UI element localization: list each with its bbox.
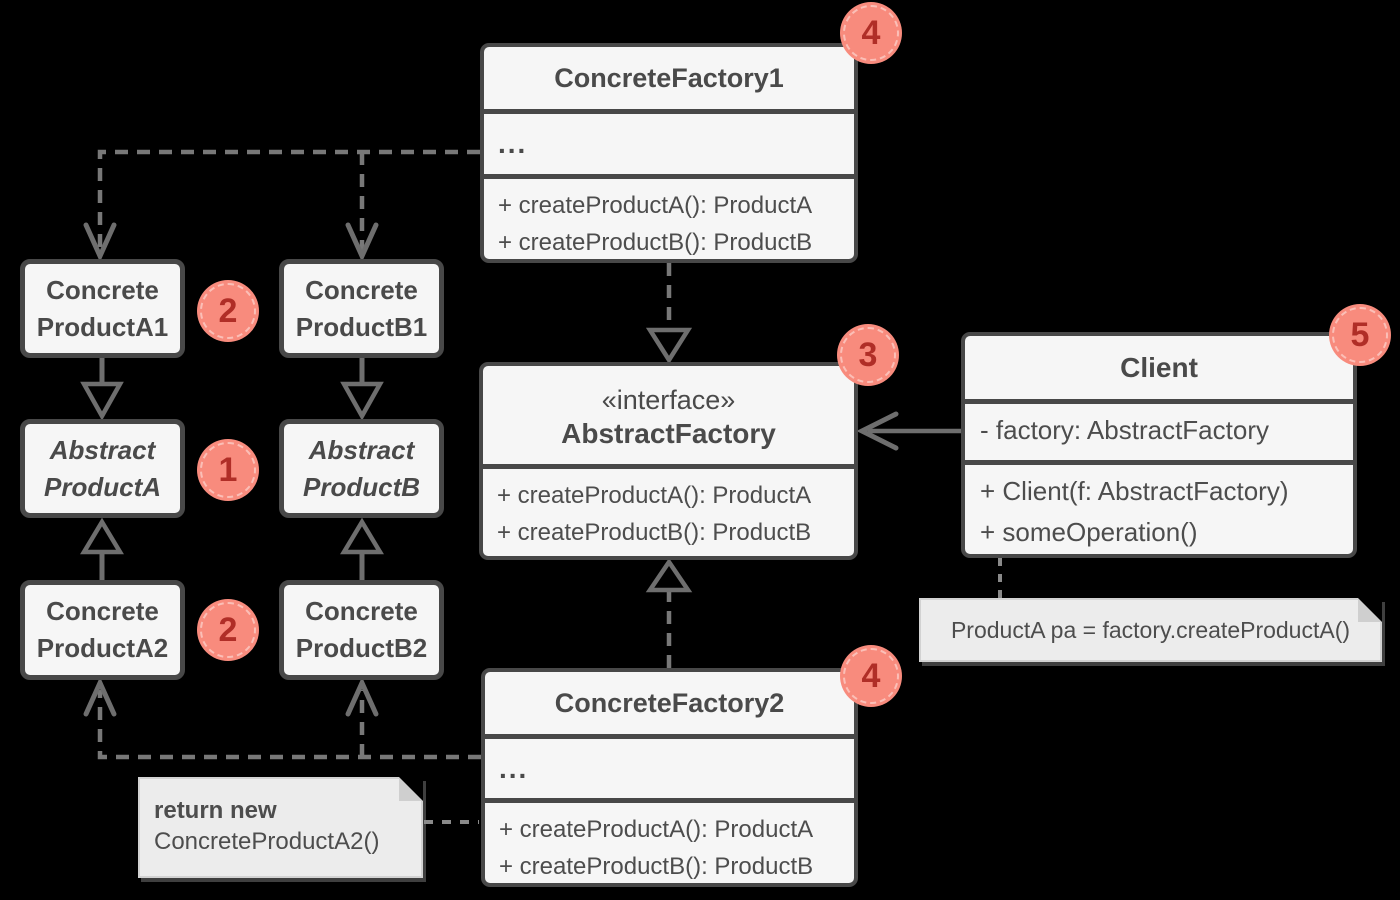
class-title-line: Concrete	[305, 274, 418, 305]
interface-stereotype: «interface»	[601, 385, 736, 415]
method-row: + createProductA(): ProductA	[497, 482, 812, 509]
dependency-line-factory2-to-productA2	[97, 690, 481, 760]
class-title-line: Concrete	[46, 596, 159, 626]
badge-step-2-bottom: 2	[197, 599, 259, 661]
class-title-line: ProductB1	[295, 311, 428, 342]
realization-triangle-factory1	[645, 327, 693, 365]
class-concrete-product-b1: Concrete ProductB1	[279, 259, 444, 358]
class-methods: + createProductA(): ProductA + createPro…	[483, 464, 854, 556]
class-concrete-product-a2: Concrete ProductA2	[20, 580, 185, 680]
class-methods: + createProductA(): ProductA + createPro…	[485, 798, 854, 883]
class-attributes: - factory: AbstractFactory	[965, 399, 1353, 460]
class-title: ConcreteFactory1	[484, 47, 854, 109]
dependency-arrowhead-productA2	[83, 676, 117, 717]
badge-step-4-top: 4	[840, 2, 902, 64]
inheritance-triangle-productA2	[80, 517, 124, 555]
note-fold-cut	[399, 777, 423, 801]
class-title-line: Abstract	[308, 434, 415, 465]
class-methods: + Client(f: AbstractFactory) + someOpera…	[965, 460, 1353, 554]
badge-step-4-bottom: 4	[840, 645, 902, 707]
class-fields-ellipsis: ...	[485, 734, 854, 798]
badge-number: 1	[218, 451, 238, 489]
note-text-line: return new	[154, 797, 277, 824]
note-return-new: return new ConcreteProductA2()	[138, 777, 423, 878]
badge-step-1: 1	[197, 439, 259, 501]
attribute-row: - factory: AbstractFactory	[980, 415, 1269, 445]
class-concrete-factory-1: ConcreteFactory1 ... + createProductA():…	[480, 43, 858, 263]
class-abstract-product-a: Abstract ProductA	[20, 419, 185, 518]
dependency-arrowhead-productB1	[345, 222, 379, 263]
badge-step-3: 3	[837, 324, 899, 386]
badge-number: 3	[858, 336, 878, 374]
class-title-line: ProductA2	[36, 633, 169, 663]
class-title-line: ProductB2	[295, 633, 428, 663]
note-fold-cut	[1358, 598, 1382, 622]
association-arrowhead-client-factory	[856, 411, 899, 451]
inheritance-triangle-productA1	[80, 381, 124, 421]
class-title-line: ProductA	[44, 471, 161, 502]
ellipsis-text: ...	[499, 752, 529, 784]
class-fields-ellipsis: ...	[484, 109, 854, 174]
method-row: + createProductA(): ProductA	[498, 192, 813, 219]
badge-number: 5	[1350, 316, 1370, 354]
method-row: + createProductB(): ProductB	[497, 519, 812, 546]
class-title-text: Client	[1120, 351, 1198, 383]
method-row: + someOperation()	[980, 517, 1198, 547]
class-concrete-factory-2: ConcreteFactory2 ... + createProductA():…	[481, 668, 858, 887]
dependency-arrowhead-productA1	[83, 222, 117, 263]
realization-triangle-factory2	[645, 557, 693, 593]
badge-number: 4	[861, 657, 881, 695]
class-title-text: ConcreteFactory2	[554, 687, 785, 718]
note-text: ProductA pa = factory.createProductA()	[950, 616, 1351, 643]
inheritance-triangle-productB2	[340, 517, 384, 555]
badge-number: 4	[861, 14, 881, 52]
class-title: ConcreteFactory2	[485, 672, 854, 734]
class-title: Client	[965, 336, 1353, 399]
dependency-arrowhead-productB2	[345, 676, 379, 717]
class-title: «interface» AbstractFactory	[483, 366, 854, 464]
class-concrete-product-b2: Concrete ProductB2	[279, 580, 444, 680]
method-row: + createProductB(): ProductB	[499, 853, 814, 880]
method-row: + Client(f: AbstractFactory)	[980, 476, 1289, 506]
ellipsis-text: ...	[498, 128, 528, 159]
badge-number: 2	[218, 292, 238, 330]
note-client-code: ProductA pa = factory.createProductA()	[919, 598, 1382, 662]
class-title-line: Concrete	[305, 596, 418, 626]
class-methods: + createProductA(): ProductA + createPro…	[484, 174, 854, 259]
note-text: return new ConcreteProductA2()	[140, 779, 421, 857]
class-title-line: ProductB	[303, 471, 420, 502]
class-title-line: Concrete	[46, 274, 159, 305]
class-title-text: ConcreteFactory1	[554, 62, 784, 93]
dependency-line-factory1-to-productA1	[97, 149, 480, 252]
class-title-text: AbstractFactory	[561, 418, 776, 449]
class-concrete-product-a1: Concrete ProductA1	[20, 259, 185, 358]
badge-step-5: 5	[1329, 304, 1391, 366]
badge-number: 2	[218, 611, 238, 649]
class-abstract-product-b: Abstract ProductB	[279, 419, 444, 518]
badge-step-2-top: 2	[197, 280, 259, 342]
class-client: Client - factory: AbstractFactory + Clie…	[961, 332, 1357, 558]
note-text-line: ConcreteProductA2()	[154, 828, 380, 855]
class-abstract-factory: «interface» AbstractFactory + createProd…	[479, 362, 858, 560]
method-row: + createProductB(): ProductB	[498, 229, 813, 256]
class-title-line: Abstract	[49, 434, 156, 465]
method-row: + createProductA(): ProductA	[499, 816, 814, 843]
class-title-line: ProductA1	[36, 311, 169, 342]
inheritance-triangle-productB1	[340, 381, 384, 421]
